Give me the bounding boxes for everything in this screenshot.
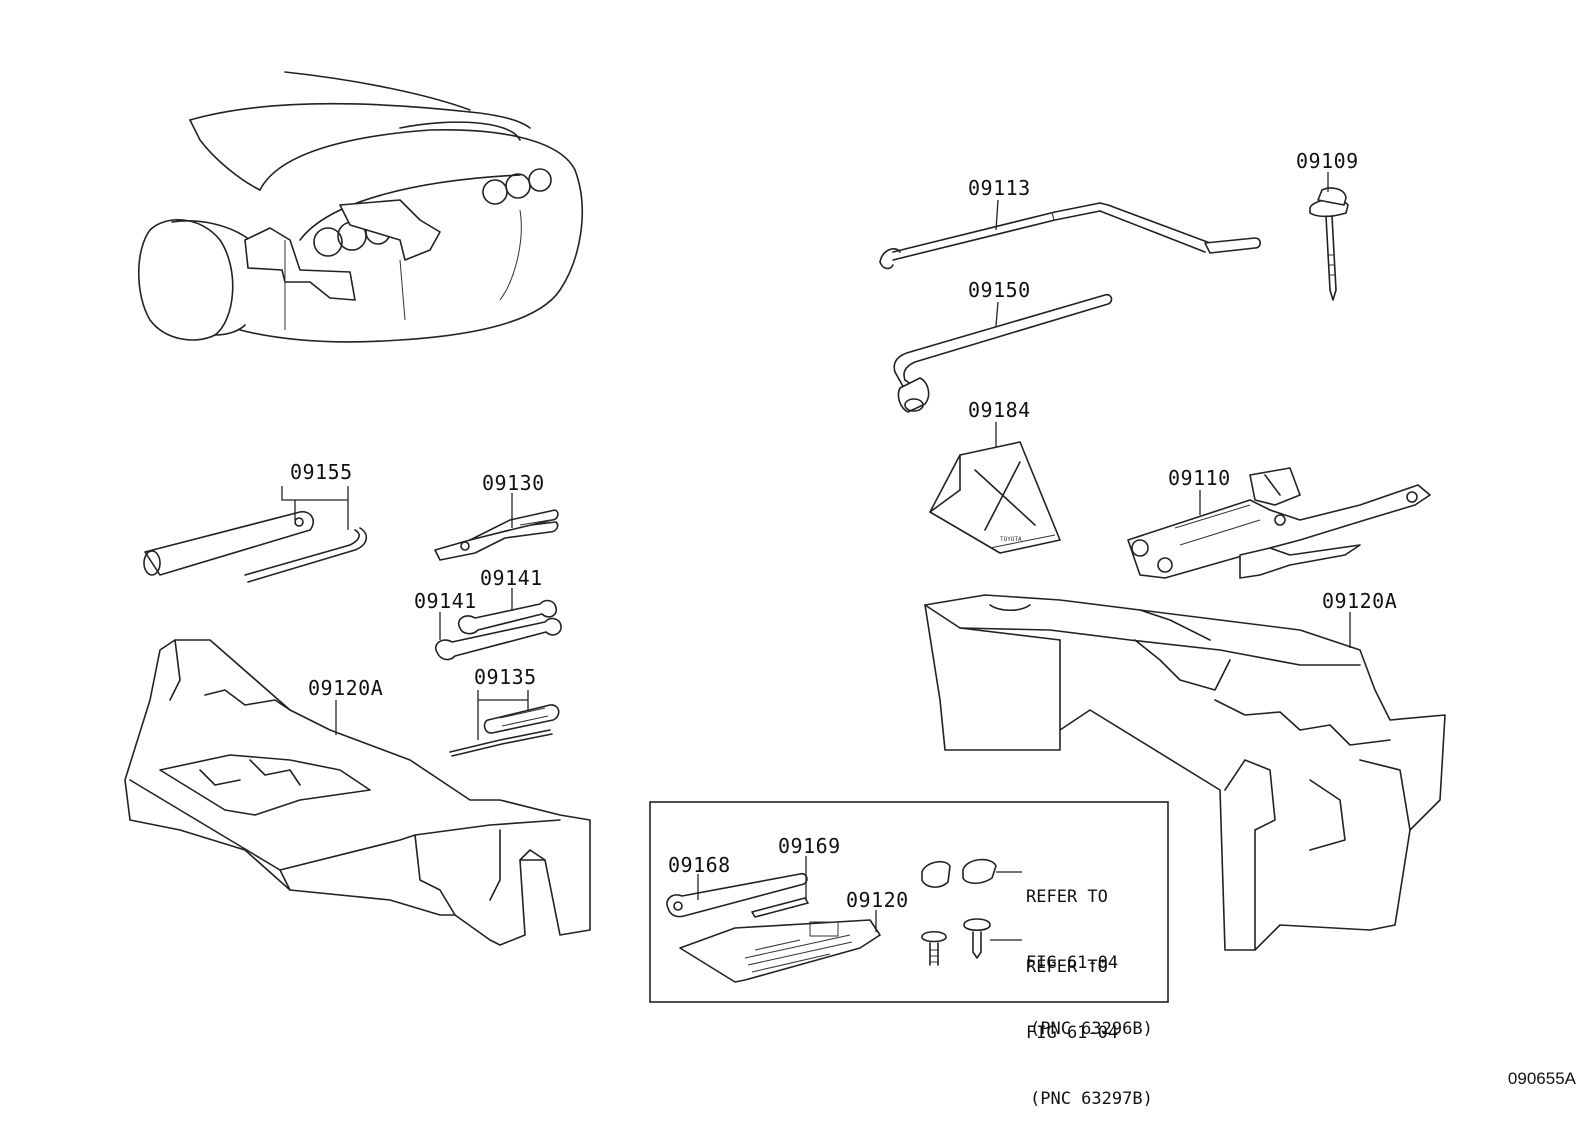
- part-label-09120a-left: 09120A: [308, 676, 384, 700]
- part-label-09155: 09155: [290, 460, 353, 484]
- reference-note-1-line2: FIG 61-04: [1026, 953, 1119, 973]
- screwdriver-09135: [449, 704, 560, 757]
- svg-text:TOYOTA: TOYOTA: [1000, 536, 1022, 543]
- tool-tray-09120a-right: [924, 594, 1446, 951]
- reference-note-2-line3: (PNC 63297B): [1030, 1089, 1153, 1109]
- part-label-09120a-right: 09120A: [1322, 589, 1398, 613]
- parts-diagram: TOYOTA: [124, 71, 1576, 1109]
- inset-box: [649, 801, 1169, 1003]
- reference-note-1-line3: (PNC 63296B): [1030, 1019, 1153, 1039]
- bolt-09109: [1309, 187, 1349, 301]
- jack-09110: [1127, 467, 1431, 579]
- reference-note-1-line1: REFER TO: [1026, 887, 1108, 907]
- part-label-09120: 09120: [846, 888, 909, 912]
- pliers-09130: [434, 509, 559, 561]
- part-label-09109: 09109: [1296, 149, 1359, 173]
- wheel-chock-09184: TOYOTA: [929, 441, 1061, 554]
- part-label-09113: 09113: [968, 176, 1031, 200]
- part-label-09141-a: 09141: [480, 566, 543, 590]
- part-label-09110: 09110: [1168, 466, 1231, 490]
- tool-tray-09120a-left: [124, 639, 591, 946]
- part-label-09184: 09184: [968, 398, 1031, 422]
- lug-wrench-09150: [893, 293, 1113, 413]
- part-label-09169: 09169: [778, 834, 841, 858]
- spanner-09141-a: [457, 599, 558, 635]
- part-label-09135: 09135: [474, 665, 537, 689]
- part-label-09141-b: 09141: [414, 589, 477, 613]
- figure-id: 090655A: [1507, 1069, 1576, 1088]
- jack-handle-09113: [879, 202, 1262, 270]
- part-label-09150: 09150: [968, 278, 1031, 302]
- part-label-09168: 09168: [668, 853, 731, 877]
- reference-note-2: REFER TO FIG 61-04 (PNC 63297B): [1026, 912, 1153, 1132]
- diagram-drawing: TOYOTA: [124, 71, 1446, 1003]
- reference-note-1: REFER TO FIG 61-04 (PNC 63296B): [1026, 842, 1153, 1062]
- leader-lines: [281, 172, 1351, 941]
- car-rear-illustration: [137, 71, 584, 343]
- reference-note-2-line1: REFER TO: [1026, 957, 1108, 977]
- reference-note-2-line2: FIG 61-04: [1026, 1023, 1119, 1043]
- spanner-09141-b: [434, 617, 562, 661]
- part-label-09130: 09130: [482, 471, 545, 495]
- socket-wrench-09155: [143, 510, 368, 583]
